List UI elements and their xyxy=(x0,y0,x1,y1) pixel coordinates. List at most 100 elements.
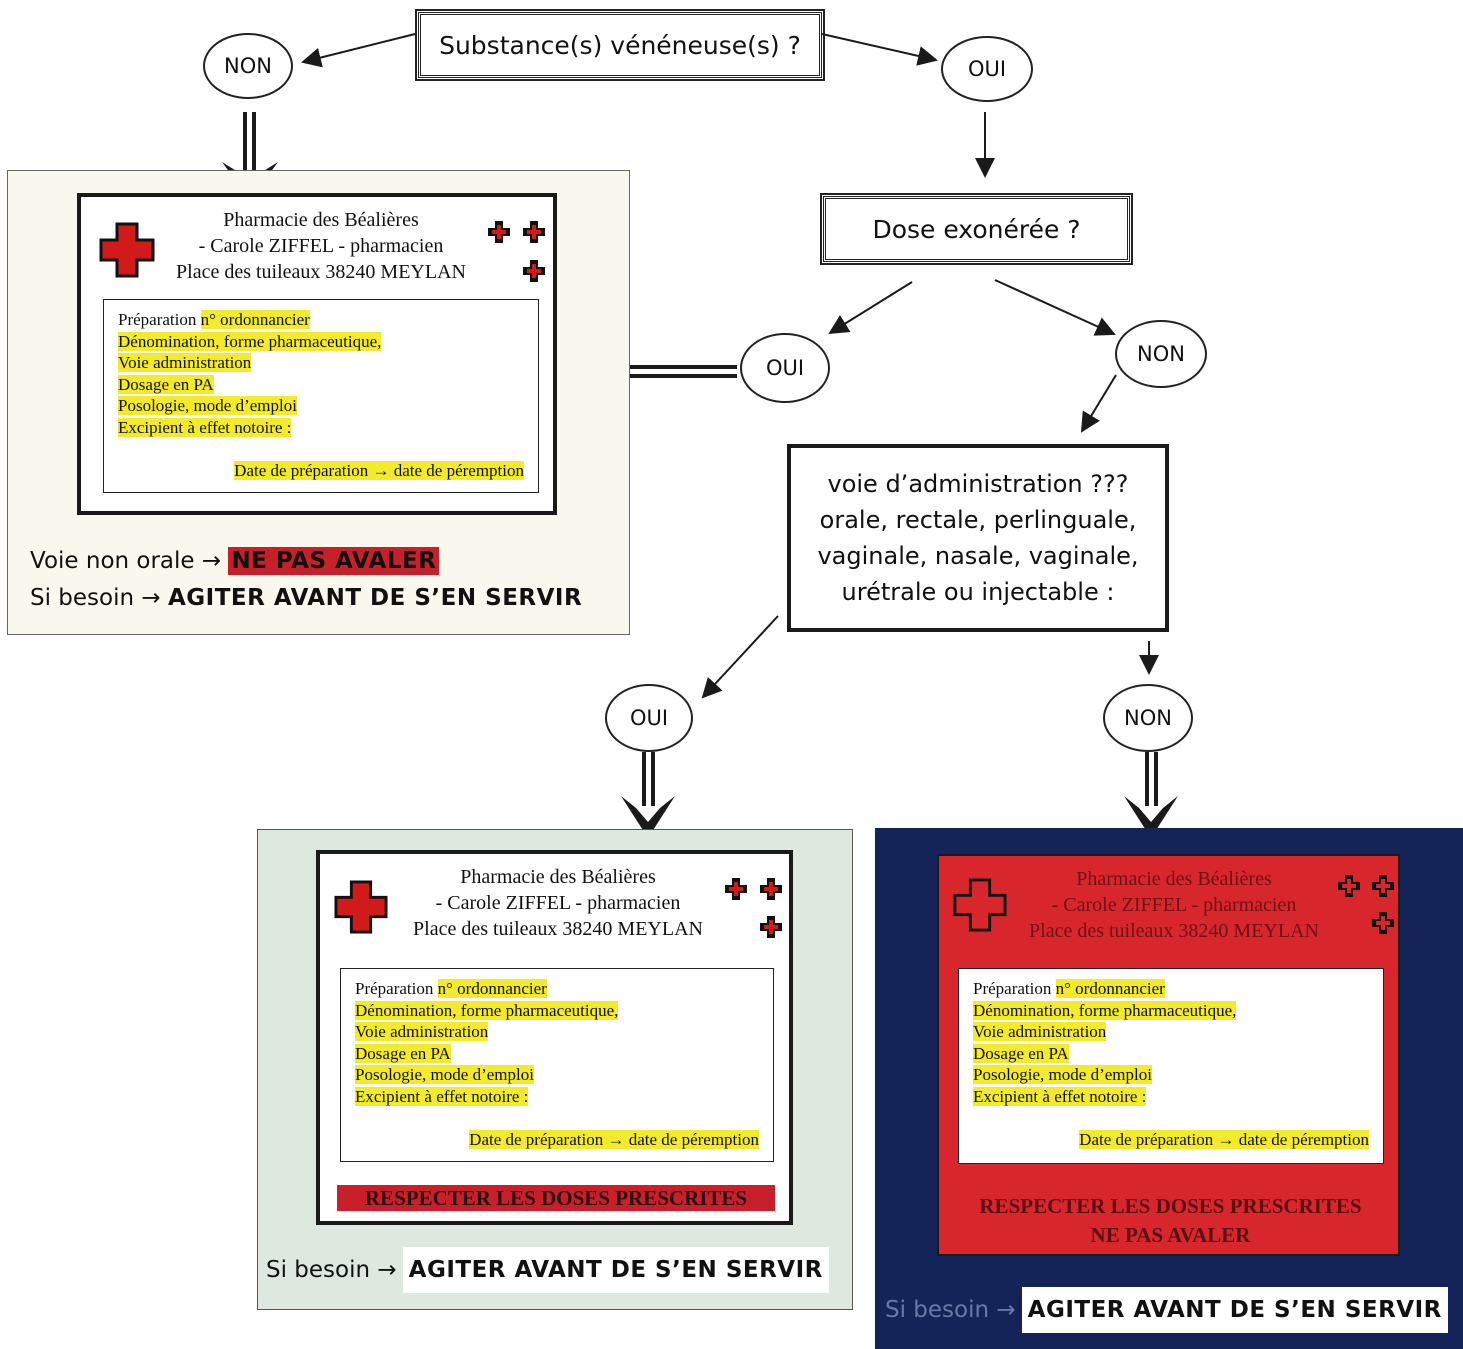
field-dates: Date de préparation → date de péremption xyxy=(1079,1130,1369,1149)
arrow-q2-non xyxy=(994,279,1116,336)
answer-oui-1: OUI xyxy=(941,36,1033,102)
field-voie: Voie administration xyxy=(355,1022,489,1041)
arrow-q1-oui xyxy=(821,33,938,66)
double-arrow-oui2 xyxy=(612,365,737,369)
question-dose-text: Dose exonérée ? xyxy=(872,214,1081,244)
small-cross-icon xyxy=(523,260,545,282)
question-dose: Dose exonérée ? xyxy=(820,193,1133,265)
field-preparation: Préparation xyxy=(118,310,197,329)
field-dates: Date de préparation → date de péremption xyxy=(234,461,524,480)
pharmacist-name: - Carole ZIFFEL - pharmacien xyxy=(1051,894,1297,916)
field-ordonnancier: n° ordonnancier xyxy=(437,979,547,998)
field-denomination: Dénomination, forme pharmaceutique, xyxy=(973,1000,1237,1020)
voie-line-4: urétrale ou injectable : xyxy=(841,578,1115,606)
pharmacy-name: Pharmacie des Béalières xyxy=(223,209,419,231)
field-voie: Voie administration xyxy=(118,353,252,372)
pharmacy-address: Place des tuileaux 38240 MEYLAN xyxy=(176,261,466,283)
label-card-right: Pharmacie des Béalières - Carole ZIFFEL … xyxy=(937,854,1400,1256)
warning-block-right: RESPECTER LES DOSES PRESCRITES NE PAS AV… xyxy=(939,1192,1402,1250)
warning-ne-pas-avaler: NE PAS AVALER xyxy=(228,547,440,575)
caption-besoin-prefix-right: Si besoin → xyxy=(885,1297,1016,1323)
field-excipient: Excipient à effet notoire : xyxy=(973,1086,1147,1106)
small-cross-icon xyxy=(725,878,747,900)
field-ordonnancier: n° ordonnancier xyxy=(200,310,310,329)
small-cross-icon xyxy=(523,221,545,243)
answer-oui-3: OUI xyxy=(605,684,693,752)
field-excipient: Excipient à effet notoire : xyxy=(355,1086,529,1106)
pharmacist-name: - Carole ZIFFEL - pharmacien xyxy=(198,235,444,257)
pharmacy-name: Pharmacie des Béalières xyxy=(460,866,656,888)
field-preparation: Préparation xyxy=(973,979,1052,998)
small-cross-icon xyxy=(488,221,510,243)
double-arrow-oui3 xyxy=(642,752,646,806)
field-denomination: Dénomination, forme pharmaceutique, xyxy=(118,331,382,351)
field-dosage: Dosage en PA xyxy=(355,1043,451,1063)
small-cross-icon xyxy=(760,878,782,900)
fields-box: Préparation n° ordonnancier Dénomination… xyxy=(958,968,1384,1164)
answer-oui-3-text: OUI xyxy=(629,706,669,730)
pharmacy-header: Pharmacie des Béalières - Carole ZIFFEL … xyxy=(378,864,738,942)
answer-oui-2-text: OUI xyxy=(765,356,805,380)
field-dosage: Dosage en PA xyxy=(973,1043,1069,1063)
pharmacy-address: Place des tuileaux 38240 MEYLAN xyxy=(413,918,703,940)
pharmacy-cross-icon xyxy=(99,222,155,278)
instruction-agiter-middle: AGITER AVANT DE S’EN SERVIR xyxy=(402,1247,829,1293)
pharmacy-cross-icon xyxy=(953,878,1007,932)
voie-line-3: vaginale, nasale, vaginale, xyxy=(817,542,1139,570)
instruction-agiter-right: AGITER AVANT DE S’EN SERVIR xyxy=(1021,1287,1448,1333)
caption-voie-prefix: Voie non orale → xyxy=(30,548,222,574)
answer-non-1-text: NON xyxy=(224,54,272,78)
answer-non-3: NON xyxy=(1103,684,1193,752)
pharmacist-name: - Carole ZIFFEL - pharmacien xyxy=(435,892,681,914)
answer-oui-2: OUI xyxy=(740,333,830,403)
pharmacy-cross-icon xyxy=(334,880,388,934)
answer-oui-1-text: OUI xyxy=(967,57,1007,81)
answer-non-2: NON xyxy=(1115,320,1207,388)
field-dosage: Dosage en PA xyxy=(118,374,214,394)
panel-left: Pharmacie des Béalières - Carole ZIFFEL … xyxy=(7,170,630,635)
fields-box: Préparation n° ordonnancier Dénomination… xyxy=(340,968,774,1162)
field-excipient: Excipient à effet notoire : xyxy=(118,417,292,437)
warning-ne-pas-avaler: NE PAS AVALER xyxy=(1090,1223,1251,1247)
arrow-q2-oui xyxy=(828,281,913,335)
field-denomination: Dénomination, forme pharmaceutique, xyxy=(355,1000,619,1020)
pharmacy-header: Pharmacie des Béalières - Carole ZIFFEL … xyxy=(999,866,1349,944)
small-cross-icon xyxy=(1372,875,1394,897)
label-card-left: Pharmacie des Béalières - Carole ZIFFEL … xyxy=(77,193,557,515)
caption-besoin-prefix-left: Si besoin → xyxy=(30,585,161,611)
warning-respecter-doses: RESPECTER LES DOSES PRESCRITES xyxy=(979,1194,1362,1218)
voie-line-1: voie d’administration ??? xyxy=(827,470,1129,498)
instruction-agiter-left: AGITER AVANT DE S’EN SERVIR xyxy=(167,585,583,611)
double-arrow-non1 xyxy=(243,112,247,174)
pharmacy-name: Pharmacie des Béalières xyxy=(1076,868,1272,890)
answer-non-3-text: NON xyxy=(1124,706,1172,730)
field-posologie: Posologie, mode d’emploi xyxy=(355,1065,534,1084)
caption-voie-non-orale: Voie non orale → NE PAS AVALER xyxy=(30,547,440,575)
caption-si-besoin-right: Si besoin → AGITER AVANT DE S’EN SERVIR xyxy=(885,1285,1448,1335)
panel-right: Pharmacie des Béalières - Carole ZIFFEL … xyxy=(875,828,1463,1349)
field-preparation: Préparation xyxy=(355,979,434,998)
arrow-q3-oui xyxy=(701,615,779,699)
question-substances-text: Substance(s) vénéneuse(s) ? xyxy=(439,30,801,60)
question-substances: Substance(s) vénéneuse(s) ? xyxy=(415,9,825,81)
pharmacy-address: Place des tuileaux 38240 MEYLAN xyxy=(1029,920,1319,942)
field-dates: Date de préparation → date de péremption xyxy=(469,1130,759,1149)
label-card-middle: Pharmacie des Béalières - Carole ZIFFEL … xyxy=(316,850,793,1225)
arrow-q1-non xyxy=(301,33,416,68)
answer-non-2-text: NON xyxy=(1137,342,1185,366)
pharmacy-header: Pharmacie des Béalières - Carole ZIFFEL … xyxy=(141,207,501,285)
question-voie: voie d’administration ??? orale, rectale… xyxy=(787,444,1169,632)
fields-box: Préparation n° ordonnancier Dénomination… xyxy=(103,299,539,493)
field-posologie: Posologie, mode d’emploi xyxy=(973,1065,1152,1084)
caption-besoin-prefix-middle: Si besoin → xyxy=(266,1257,397,1283)
small-cross-icon xyxy=(760,916,782,938)
small-cross-icon xyxy=(1372,912,1394,934)
caption-si-besoin-left: Si besoin → AGITER AVANT DE S’EN SERVIR xyxy=(30,585,582,611)
voie-line-2: orale, rectale, perlinguale, xyxy=(819,506,1137,534)
field-voie: Voie administration xyxy=(973,1022,1107,1041)
field-posologie: Posologie, mode d’emploi xyxy=(118,396,297,415)
answer-non-1: NON xyxy=(203,33,293,99)
panel-middle: Pharmacie des Béalières - Carole ZIFFEL … xyxy=(257,829,853,1310)
double-arrow-non3 xyxy=(1145,752,1149,806)
field-ordonnancier: n° ordonnancier xyxy=(1055,979,1165,998)
